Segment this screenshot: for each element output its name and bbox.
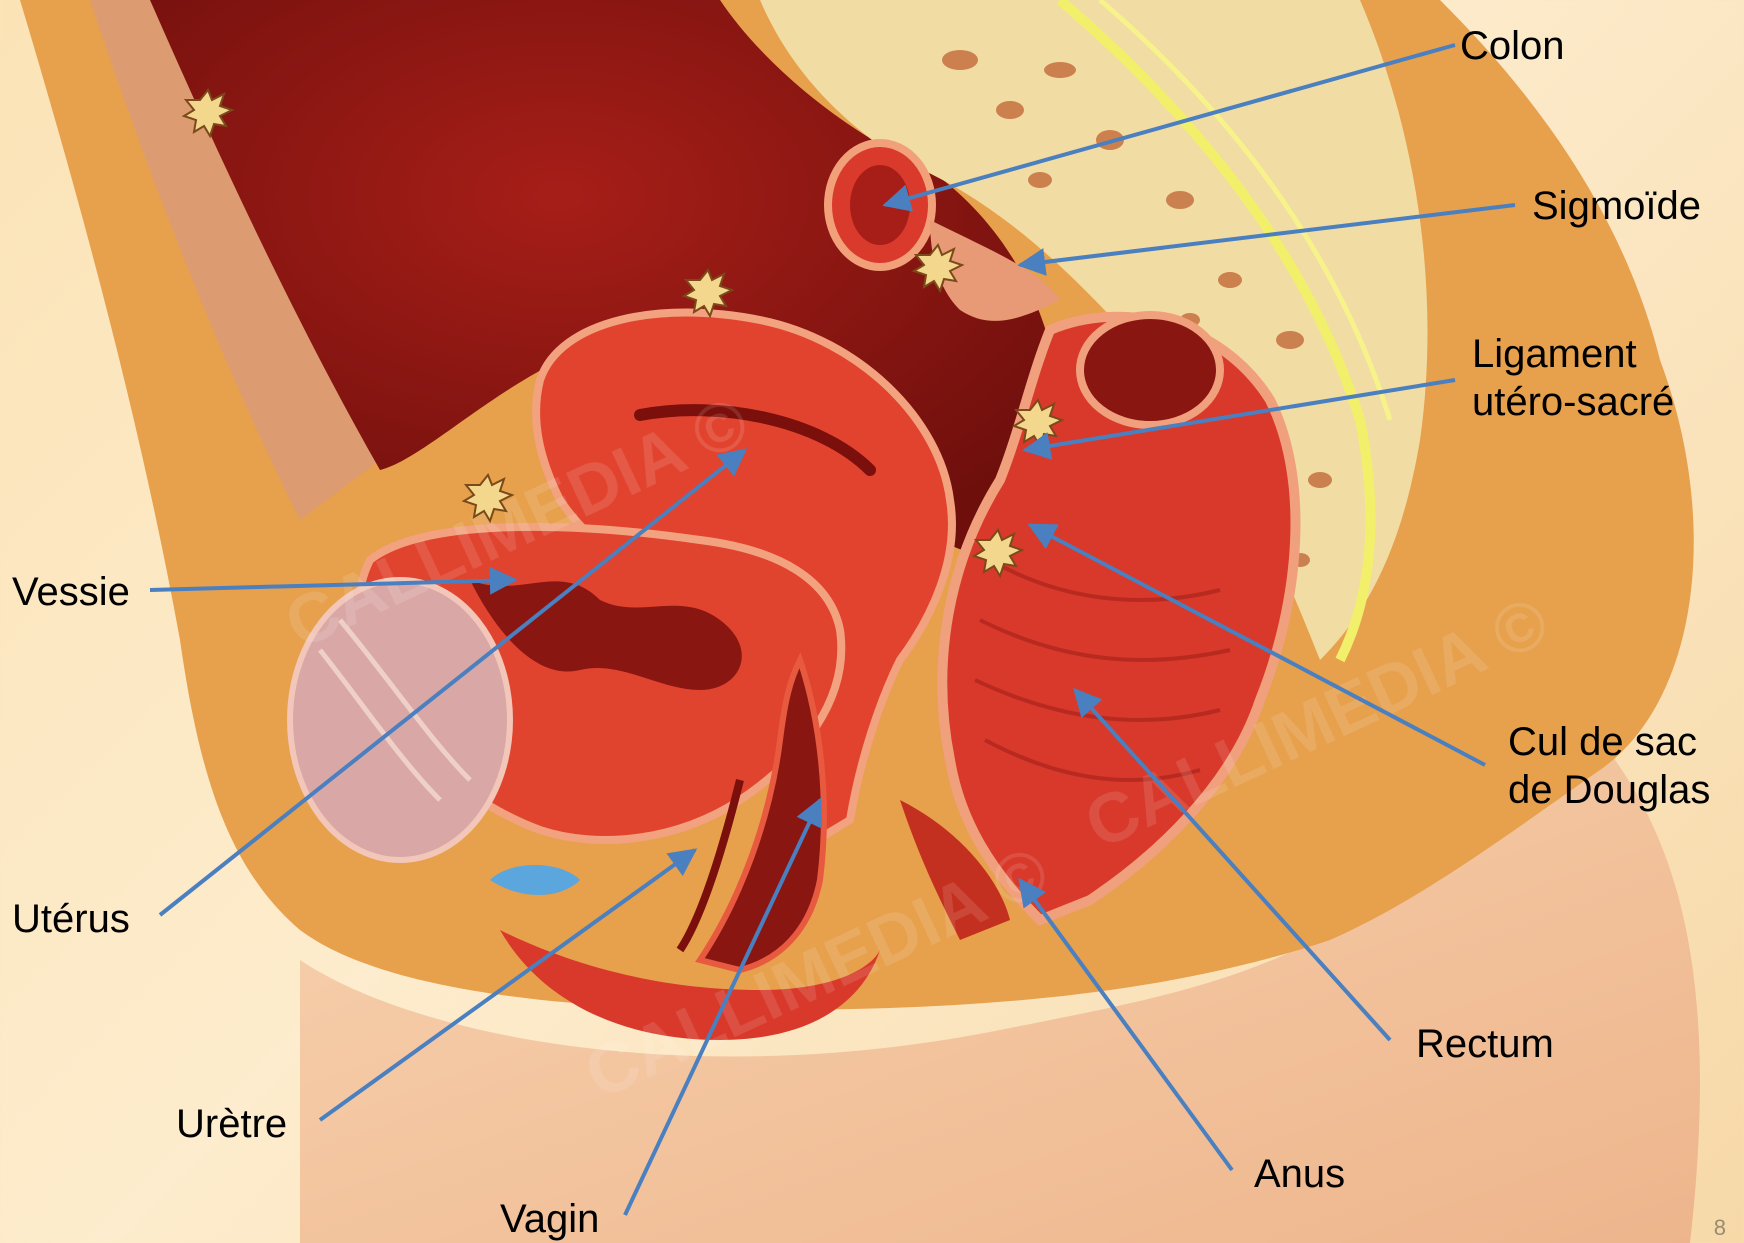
- page-number: 8: [1714, 1215, 1726, 1241]
- label-colon: Colon: [1460, 22, 1565, 70]
- label-cul-de-sac-de-douglas: Cul de sac de Douglas: [1508, 718, 1744, 814]
- label-rectum: Rectum: [1416, 1020, 1554, 1068]
- label-anus: Anus: [1254, 1150, 1345, 1198]
- label-vessie: Vessie: [12, 568, 130, 616]
- label-sigmoide: Sigmoïde: [1532, 182, 1701, 230]
- label-uretre: Urètre: [176, 1100, 287, 1148]
- label-ligament-utero-sacre: Ligament utéro-sacré: [1472, 330, 1732, 426]
- label-uterus: Utérus: [12, 895, 130, 943]
- label-vagin: Vagin: [500, 1195, 599, 1243]
